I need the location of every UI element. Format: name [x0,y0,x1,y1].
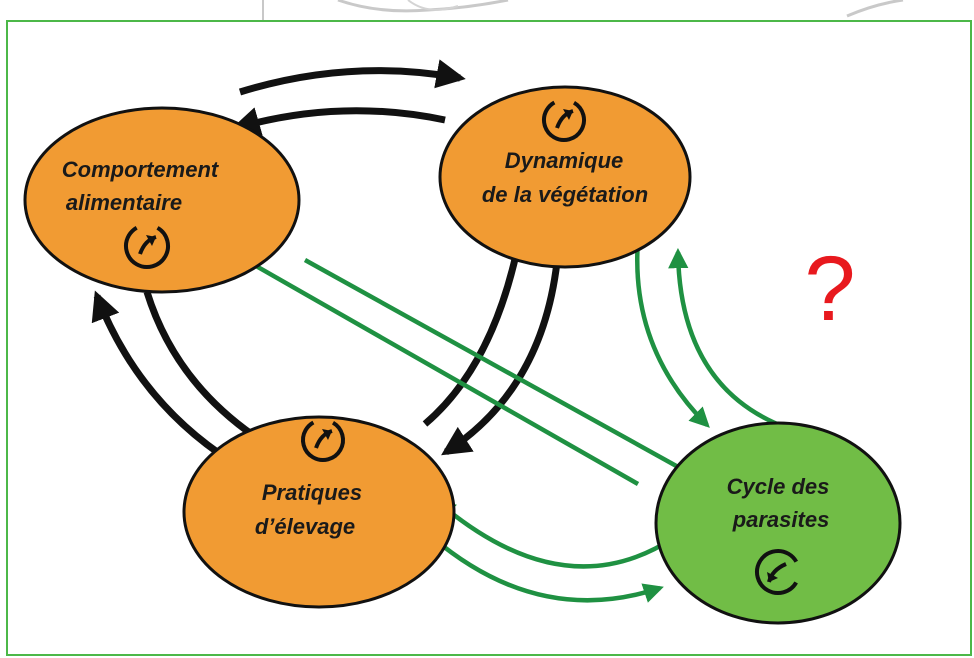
node-pratiques-line2: d’élevage [255,514,355,539]
arrow-comportement-to-cycle [303,258,711,485]
node-cycle-line2: parasites [732,507,830,532]
node-dynamique-line2: de la végétation [482,182,648,207]
arrow-comportement-to-dynamique [238,59,466,96]
arrow-dynamique-to-cycle [635,239,710,428]
node-dynamique-vegetation: Dynamique de la végétation [438,85,692,269]
top-divider-line [262,0,264,20]
green-arrows [231,239,788,603]
node-cycle-parasites: Cycle des parasites [654,421,902,625]
watermark-sketch [337,0,509,13]
arrow-dynamique-to-pratiques [441,261,561,456]
node-comportement-line2: alimentaire [66,190,182,215]
node-pratiques-elevage: Pratiques d’élevage [182,415,456,609]
arrow-dynamique-to-comportement [230,107,446,136]
arrow-cycle-to-comportement [231,251,640,486]
arrow-pratiques-to-comportement [91,290,234,465]
cycle-icon [301,418,345,462]
arrow-cycle-to-pratiques [434,499,677,569]
watermark-sketch-right [846,0,904,18]
node-pratiques-line1: Pratiques [262,480,362,505]
question-mark: ? [804,238,855,340]
node-comportement-line1: Comportement [62,157,220,182]
cycle-icon [755,549,801,595]
node-dynamique-line1: Dynamique [505,148,624,173]
arrow-pratiques-to-cycle [431,536,664,603]
node-comportement-alimentaire: Comportement alimentaire [23,106,301,294]
node-cycle-line1: Cycle des [727,474,830,499]
arrow-cycle-to-dynamique [668,247,788,431]
